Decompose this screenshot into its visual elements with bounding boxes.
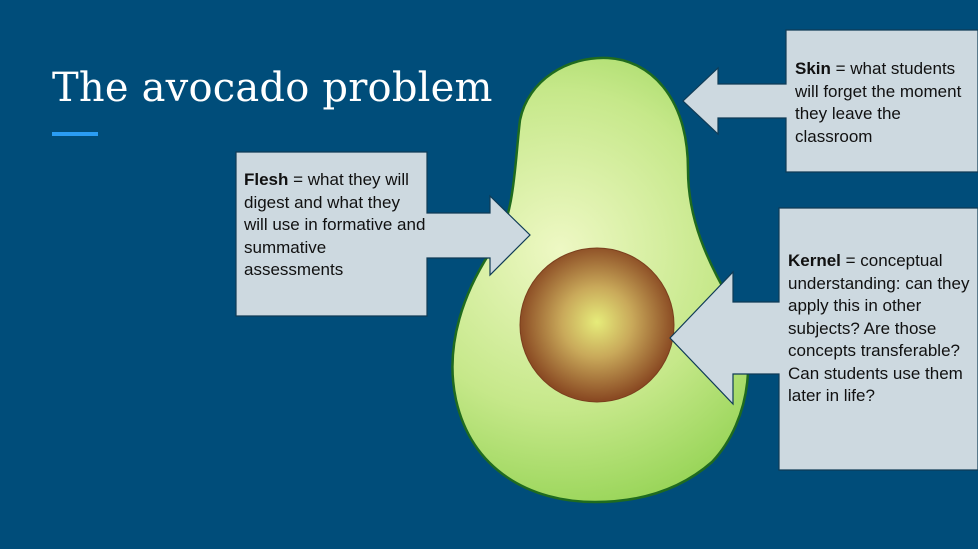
kernel-term: Kernel — [788, 251, 841, 270]
avocado-pit-icon — [519, 247, 675, 403]
kernel-callout-shape — [669, 207, 978, 471]
flesh-term: Flesh — [244, 170, 289, 189]
title-accent-rule — [52, 132, 98, 136]
skin-callout-shape — [682, 29, 978, 173]
kernel-callout-text: Kernel = conceptual understanding: can t… — [788, 250, 974, 408]
flesh-callout-shape — [235, 151, 531, 317]
kernel-description: = conceptual understanding: can they app… — [788, 251, 970, 405]
skin-callout-text: Skin = what students will forget the mom… — [795, 58, 973, 148]
slide-title: The avocado problem — [52, 65, 493, 111]
skin-description: = what students will forget the moment t… — [795, 59, 962, 146]
flesh-description: = what they will digest and what they wi… — [244, 170, 426, 279]
flesh-callout-text: Flesh = what they will digest and what t… — [244, 169, 426, 282]
skin-term: Skin — [795, 59, 831, 78]
